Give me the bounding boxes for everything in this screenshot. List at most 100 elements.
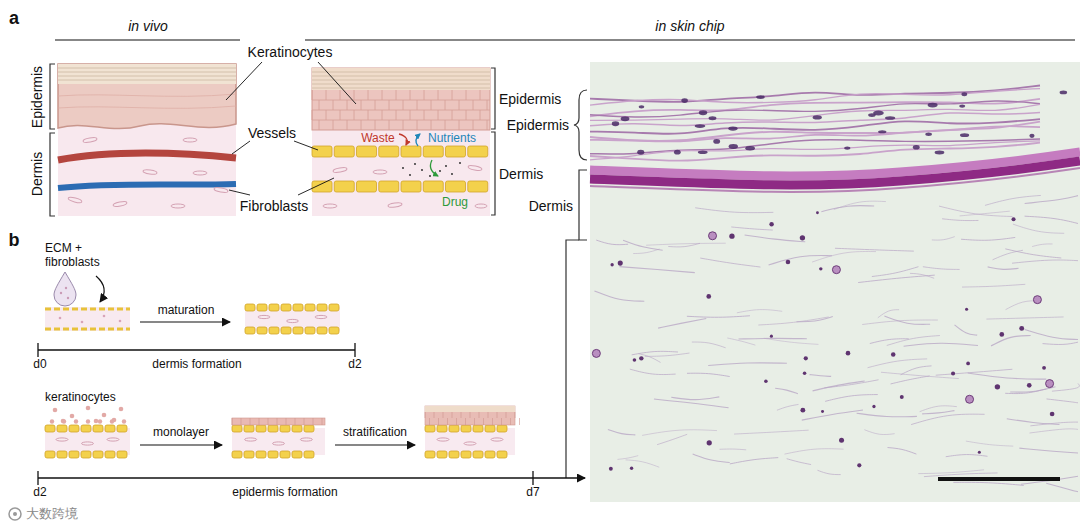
stratified-epidermis <box>425 406 515 412</box>
stratified-epidermis <box>438 418 439 425</box>
dermal-fibers <box>800 408 805 413</box>
keratinocyte-cells <box>480 110 481 120</box>
dermal-fibers <box>769 222 773 226</box>
keratinocyte-cell <box>119 407 124 412</box>
vessel-wall <box>449 425 459 432</box>
drug-particle <box>451 173 453 175</box>
phase-label: epidermis formation <box>232 486 337 500</box>
dermal-fibers <box>966 362 970 366</box>
layer-bracket <box>491 68 495 129</box>
stratified-epidermis <box>470 412 471 418</box>
vessel-wall <box>473 451 483 458</box>
vessel-wall <box>317 327 327 334</box>
dermal-fibers <box>775 388 798 393</box>
vessel-wall <box>245 304 255 311</box>
dermal-fibers <box>1025 329 1078 339</box>
keratinocyte-cells <box>403 100 404 110</box>
dermal-fibers <box>812 251 876 262</box>
dermal-fibers <box>1042 366 1046 370</box>
dermal-fibers <box>1025 216 1078 223</box>
dermal-fibers <box>803 371 807 375</box>
layer-label: Epidermis <box>507 117 569 133</box>
watermark-icon <box>9 508 21 520</box>
stratified-epidermis <box>465 418 466 425</box>
dermal-fibers <box>936 369 1013 375</box>
histology-micrograph <box>590 62 1080 502</box>
loose-epidermal-layer <box>813 115 822 119</box>
dermal-fibers <box>1033 296 1041 304</box>
vessel-wall <box>45 451 127 458</box>
loose-epidermal-layer <box>637 150 644 155</box>
in-vivo-skin <box>193 171 207 175</box>
keratinocyte-cells <box>382 90 383 100</box>
tissue-model <box>45 304 520 458</box>
vessel-wall <box>379 181 399 192</box>
vessel-wall <box>304 425 314 432</box>
vessel-wall <box>357 146 377 157</box>
stratified-epidermis <box>474 418 475 425</box>
dermal-fibers <box>668 243 700 247</box>
drug-particle <box>459 162 461 164</box>
keratinocyte-cells <box>438 90 439 100</box>
dermal-fibers <box>1025 196 1078 204</box>
vessel-wall <box>317 304 327 311</box>
protocol-steps <box>81 321 84 324</box>
keratinocyte-cells <box>389 100 390 110</box>
waste-arrow <box>399 134 407 145</box>
in-vivo-skin <box>183 138 197 142</box>
dermal-fibers <box>1050 412 1055 417</box>
in-vivo-skin <box>58 64 236 84</box>
skin-chip <box>388 202 402 208</box>
protocol-steps <box>103 315 106 318</box>
protocol-steps <box>140 321 230 322</box>
dermal-fibers <box>630 467 633 470</box>
dermal-fibers <box>825 395 878 402</box>
vessel-wall <box>81 451 91 458</box>
dermal-fibers <box>630 369 676 374</box>
vessel-wall <box>57 451 67 458</box>
loose-epidermal-layer <box>959 104 965 107</box>
stratified-epidermis <box>488 412 489 418</box>
keratinocyte-cells <box>354 90 355 100</box>
layer-label: Dermis <box>29 152 45 196</box>
histology-micrograph <box>590 161 1080 185</box>
stratified-epidermis <box>425 406 520 425</box>
dermal-fibers <box>707 440 712 445</box>
dermal-fibers <box>769 256 832 265</box>
dermal-fibers <box>999 332 1004 337</box>
dermal-fibers <box>901 366 932 375</box>
keratinocyte-cells <box>438 110 439 120</box>
loose-epidermal-layer <box>844 146 850 149</box>
keratinocyte-cells <box>396 110 397 120</box>
keratinocyte-cells <box>333 120 334 130</box>
vessel-wall <box>257 327 267 334</box>
vessel-wall <box>244 425 254 432</box>
dermal-fibers <box>620 267 695 273</box>
vessel-wall <box>232 451 242 458</box>
keratinocyte-cells <box>312 90 490 130</box>
dermal-fibers <box>819 267 822 270</box>
dermis-model <box>56 438 68 441</box>
in-vivo-skin <box>58 72 236 73</box>
dermal-fibers <box>594 291 644 301</box>
loose-epidermal-layer <box>960 133 969 137</box>
keratinocyte-cell <box>74 419 78 423</box>
loose-epidermal-layer <box>928 103 938 108</box>
stratified-epidermis <box>425 412 426 418</box>
drug-particle <box>402 167 404 169</box>
dermis-model <box>491 438 503 441</box>
keratinocyte-cells <box>312 90 313 100</box>
keratinocyte-cells <box>452 110 453 120</box>
keratinocyte-cells <box>312 120 490 121</box>
dermis-model <box>245 438 257 441</box>
dermal-fibers <box>832 266 840 274</box>
dermal-fibers <box>918 470 984 474</box>
keratinocyte-monolayer <box>268 418 269 425</box>
dermal-fibers <box>687 373 730 376</box>
vessel-wall <box>329 327 339 334</box>
vessel-wall <box>45 425 127 432</box>
dermal-fibers <box>737 310 782 313</box>
layer-label: Epidermis <box>29 66 45 128</box>
dermal-fibers <box>878 310 899 318</box>
